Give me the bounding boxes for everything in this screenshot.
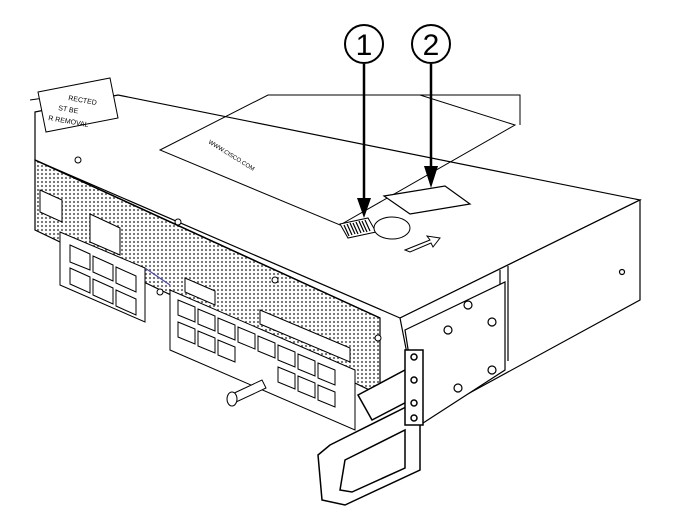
port-module-main: [169, 277, 356, 431]
warning-label-line-1: RECTED: [68, 95, 98, 107]
port-module-left: [39, 189, 146, 323]
callout-2: 2: [411, 24, 451, 188]
callout-1-number: 1: [356, 29, 373, 62]
serial-number-barcode-label: [339, 216, 411, 240]
callout-2-number: 2: [423, 29, 440, 62]
callout-1: 1: [344, 24, 384, 218]
warning-label-line-2: ST BE: [58, 105, 79, 115]
thumbscrew: [226, 379, 267, 407]
chassis-handle: [317, 349, 424, 506]
blank-label-area: [382, 185, 472, 253]
warning-label: RECTED ST BE R REMOVAL: [37, 77, 119, 133]
module-accent-trace: [144, 267, 171, 286]
rack-mount-bracket: [404, 281, 506, 427]
screw-heads: [74, 156, 382, 342]
